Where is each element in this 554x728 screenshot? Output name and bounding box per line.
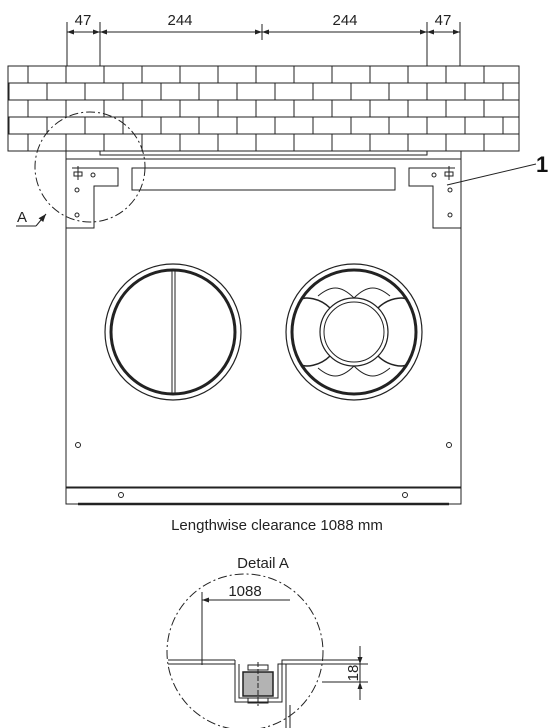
dimension-arrows bbox=[67, 29, 460, 35]
mounting-bracket-left bbox=[66, 166, 119, 229]
duct-left bbox=[104, 263, 242, 401]
detail-height-dim: 18 bbox=[345, 665, 362, 682]
dim-left-span: 244 bbox=[167, 12, 192, 29]
duct-right bbox=[285, 263, 423, 401]
detail-a-label: A bbox=[17, 209, 27, 226]
fixing-holes bbox=[75, 442, 452, 498]
callout-1-number: 1 bbox=[536, 152, 548, 177]
dim-left-margin: 47 bbox=[75, 12, 92, 29]
detail-a-view: 1088 18 bbox=[166, 573, 368, 728]
dim-right-margin: 47 bbox=[435, 12, 452, 29]
detail-a-marker-circle bbox=[34, 111, 146, 223]
top-panel-slot bbox=[131, 167, 396, 191]
clearance-caption: Lengthwise clearance 1088 mm bbox=[171, 517, 383, 534]
detail-width-dim: 1088 bbox=[228, 583, 261, 600]
dim-right-span: 244 bbox=[332, 12, 357, 29]
unit-body bbox=[65, 150, 462, 506]
callout-1-leader bbox=[446, 163, 537, 186]
detail-a-title: Detail A bbox=[237, 555, 289, 572]
brick-wall bbox=[7, 65, 520, 152]
mounting-bracket-right bbox=[408, 166, 461, 229]
